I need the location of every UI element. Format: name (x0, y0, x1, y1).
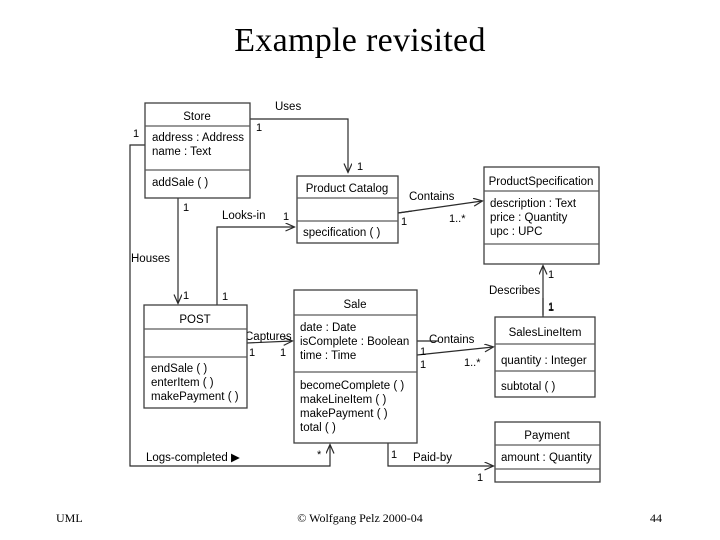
class-name-store: Store (183, 111, 211, 123)
class-name-product-specification: ProductSpecification (489, 176, 594, 188)
product-catalog-right-stub (397, 210, 413, 214)
association-contains-catalog-spec-from-mult: 1 (401, 216, 407, 228)
class-attribute: name : Text (152, 146, 212, 158)
association-paid-by-from-mult: 1 (391, 449, 397, 461)
sales-line-item-top-mult: 1 (548, 301, 554, 313)
class-attribute: isComplete : Boolean (300, 336, 409, 348)
association-describes-label: Describes (489, 285, 540, 297)
association-uses-line (250, 118, 348, 172)
association-contains-catalog-spec: Contains 1 1..* (397, 191, 482, 228)
class-attribute: address : Address (152, 132, 244, 144)
association-captures-from-mult: 1 (249, 347, 255, 359)
association-paid-by-label: Paid-by (413, 452, 452, 464)
class-name-post: POST (179, 314, 210, 326)
association-houses: Houses 1 1 (131, 198, 189, 303)
association-contains-sale-line-label: Contains (429, 334, 475, 346)
class-box-product-catalog[interactable]: Product Catalog specification ( ) (296, 175, 399, 244)
association-uses: Uses 1 1 (250, 101, 363, 173)
association-uses-to-mult: 1 (357, 161, 363, 173)
association-looks-in-line (216, 227, 294, 305)
class-operation: subtotal ( ) (501, 381, 555, 393)
association-captures-to-mult: 1 (280, 347, 286, 359)
association-describes: Describes 1 1 (489, 266, 554, 315)
class-attribute: upc : UPC (490, 226, 542, 238)
class-box-sales-line-item-rect (494, 316, 596, 398)
class-attribute: quantity : Integer (501, 355, 587, 367)
association-contains-catalog-spec-label: Contains (409, 191, 455, 203)
association-looks-in-label: Looks-in (222, 210, 265, 222)
class-attribute: time : Time (300, 350, 356, 362)
association-paid-by-line (387, 443, 493, 466)
class-name-product-catalog: Product Catalog (306, 183, 388, 195)
class-attribute: amount : Quantity (501, 452, 592, 464)
association-contains-sale-line-from-mult: 1 (420, 359, 426, 371)
product-catalog-stub-line (397, 210, 413, 214)
association-houses-from-mult: 1 (183, 202, 189, 214)
footer-page-number: 44 (650, 511, 662, 525)
class-operation: enterItem ( ) (151, 377, 214, 389)
class-operation: total ( ) (300, 422, 336, 434)
association-captures-label: Captures (245, 331, 292, 343)
association-contains-catalog-spec-to-mult: 1..* (449, 213, 466, 225)
class-box-store[interactable]: Store address : Address name : Text addS… (144, 102, 251, 199)
sale-right-stub-mult: 1 (420, 346, 426, 358)
association-uses-label: Uses (275, 101, 301, 113)
association-looks-in-from-mult: 1 (222, 291, 228, 303)
class-attribute: price : Quantity (490, 212, 568, 224)
association-describes-from-mult: 1 (548, 269, 554, 281)
footer-left-label: UML (56, 511, 83, 525)
association-uses-from-mult: 1 (256, 122, 262, 134)
class-name-sales-line-item: SalesLineItem (509, 327, 582, 339)
class-box-product-specification[interactable]: ProductSpecification description : Text … (483, 166, 600, 265)
class-operation: addSale ( ) (152, 177, 208, 189)
footer-copyright: © Wolfgang Pelz 2000-04 (297, 511, 423, 525)
association-logs-completed-to-mult: * (317, 449, 322, 461)
class-operation: endSale ( ) (151, 363, 207, 375)
class-operation: makeLineItem ( ) (300, 394, 386, 406)
class-operation: makePayment ( ) (151, 391, 239, 403)
class-box-product-specification-rect (483, 166, 600, 265)
association-contains-sale-line-to-mult: 1..* (464, 357, 481, 369)
association-logs-completed-label: Logs-completed ▶ (146, 452, 241, 464)
class-box-payment-rect (494, 421, 601, 483)
association-houses-to-mult: 1 (183, 290, 189, 302)
class-box-sale[interactable]: Sale date : Date isComplete : Boolean ti… (293, 289, 418, 444)
association-contains-sale-line: Contains 1 1..* (416, 334, 493, 371)
class-attribute: description : Text (490, 198, 577, 210)
class-box-post[interactable]: POST endSale ( ) enterItem ( ) makePayme… (143, 304, 248, 409)
class-operation: specification ( ) (303, 227, 381, 239)
class-box-sales-line-item[interactable]: SalesLineItem quantity : Integer subtota… (494, 316, 596, 398)
page-title: Example revisited (234, 22, 486, 59)
association-captures-line (246, 341, 292, 343)
association-describes-to-mult: 1 (548, 302, 554, 314)
association-looks-in: Looks-in 1 1 (216, 210, 294, 305)
association-logs-completed: Logs-completed ▶ 1 * (129, 128, 330, 467)
class-attribute: date : Date (300, 322, 356, 334)
association-captures: Captures 1 1 (245, 331, 292, 359)
association-houses-label: Houses (131, 253, 170, 265)
association-sale-line-item-stub: 1 1 (417, 298, 554, 358)
class-name-payment: Payment (524, 430, 570, 442)
association-logs-completed-from-mult: 1 (133, 128, 139, 140)
class-box-product-catalog-rect (296, 175, 399, 244)
association-looks-in-to-mult: 1 (283, 211, 289, 223)
association-paid-by: Paid-by 1 1 (387, 443, 493, 484)
association-logs-completed-line (129, 144, 330, 467)
association-contains-sale-line-line (416, 347, 493, 356)
class-name-sale: Sale (343, 299, 366, 311)
class-operation: makePayment ( ) (300, 408, 388, 420)
class-operation: becomeComplete ( ) (300, 380, 404, 392)
class-box-payment[interactable]: Payment amount : Quantity (494, 421, 601, 483)
association-paid-by-to-mult: 1 (477, 472, 483, 484)
class-box-store-rect (144, 102, 251, 199)
class-box-sale-rect (293, 289, 418, 444)
